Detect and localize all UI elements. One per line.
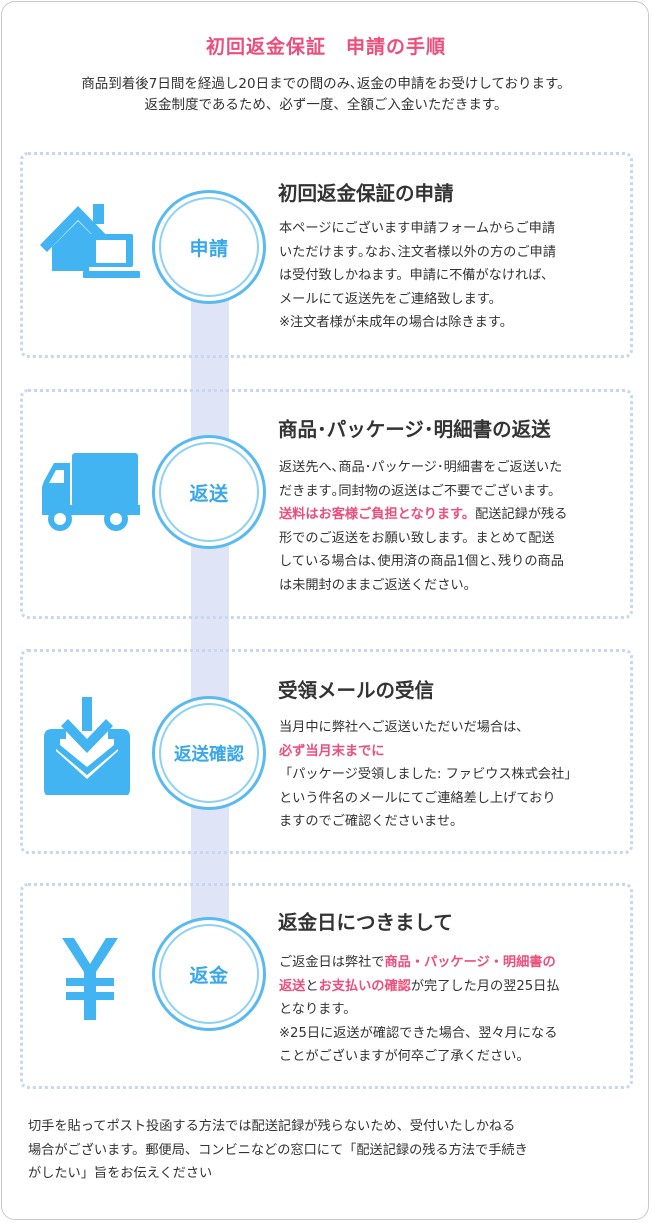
step-badge-label: 返送確認 [159,703,259,803]
step-badge-refund: 返金 [152,917,266,1031]
shipping-fee-notice: 送料はお客様ご負担となります。 [279,507,476,523]
step-title: 受領メールの受信 [278,679,435,702]
footer-line: 場合がございます。郵便局、コンビニなどの窓口にて「配送記録の残る方法で手続き [28,1142,528,1158]
intro-line: 返金制度であるため、必ず一度、全額ご入金いただきます。 [144,97,508,113]
step-line: 当月中に弊社へご返送いただいだ場合は､ [279,720,523,735]
intro-line: 商品到着後7日間を経過し20日までの間のみ､返金の申請をお受けしております。 [81,76,571,92]
step-badge-return: 返送 [152,435,266,549]
step-line: だきます｡同封物の返送はご不要でございます。 [279,483,562,499]
step-title: 返金日につきまして [278,911,453,934]
step-description: 返送先へ､商品･パッケージ･明細書をご返送いた だきます｡同封物の返送はご不要で… [279,456,615,598]
page-title: 初回返金保証 申請の手順 [205,36,446,58]
step-line: メールにて返送先をご連絡致します。 [279,291,502,307]
step-line: 本ページにございます申請フォームからご申請 [279,221,556,236]
step-line: ますのでご確認くださいませ。 [279,814,464,830]
step-line: という件名のメールにてご連絡差し上げており [279,790,556,806]
step-badge-confirmation: 返送確認 [152,696,266,810]
intro-text: 商品到着後7日間を経過し20日までの間のみ､返金の申請をお受けしております。 返… [20,74,632,116]
step-receipt-mail [20,649,633,854]
step-line: ご返金日は弊社で商品・パッケージ・明細書の [279,951,615,975]
house-laptop-icon [40,204,140,278]
step-title: 商品･パッケージ･明細書の返送 [278,418,551,441]
step-line: は未開封のままご返送ください。 [279,577,477,593]
footer-note: 切手を貼ってポスト投函する方法では配送記録が残らないため、受付いたしかねる 場合… [28,1115,628,1186]
step-line-rest: 配送記録が残る [475,507,568,523]
timeline-connector [191,290,229,940]
step-title: 初回返金保証の申請 [278,182,454,205]
step-line: 必ず当月末までに [279,740,615,764]
step-line: している場合は､使用済の商品1個と､残りの商品 [279,554,564,570]
step-line: 送料はお客様ご負担となります。配送記録が残る [279,503,615,527]
step-line: ※注文者様が未成年の場合は除きます。 [279,315,513,331]
step-line-rest: が完了した月の翌25日払 [410,978,560,994]
footer-line: 切手を貼ってポスト投函する方法では配送記録が残らないため、受付いたしかねる [28,1119,516,1134]
footer-line: がしたい」旨をお伝えください [28,1166,213,1182]
step-line: 返送先へ､商品･パッケージ･明細書をご返送いた [279,460,563,475]
step-line: は受付致しかねます。申請に不備がなければ､ [279,268,549,284]
step-return-shipping [20,389,633,619]
step-line: いただけます｡なお､注文者様以外の方のご申請 [279,244,556,260]
step-line: 「パッケージ受領しました: ファビウス株式会社」 [279,767,578,783]
truck-icon [42,453,140,531]
step-line-pre: ご返金日は弊社で [279,955,385,970]
inbox-download-icon [44,697,130,795]
step-line: となります。 [279,1002,357,1018]
refund-condition-highlight: 返送 [279,978,306,994]
step-badge-label: 返金 [159,924,259,1024]
step-badge-application: 申請 [152,190,266,304]
step-line-mid: と [305,978,319,994]
yen-icon [62,938,118,1020]
step-description: ご返金日は弊社で商品・パッケージ・明細書の 返送とお支払いの確認が完了した月の翌… [279,951,615,1069]
step-description: 当月中に弊社へご返送いただいだ場合は､ 必ず当月末までに 「パッケージ受領しまし… [279,716,615,834]
step-line: ことがございますが何卒ご了承ください。 [279,1049,530,1065]
deadline-notice: 必ず当月末までに [279,743,385,759]
step-line: 形でのご返送をお願い致します。まとめて配送 [279,530,555,546]
step-description: 本ページにございます申請フォームからご申請 いただけます｡なお､注文者様以外の方… [279,217,615,335]
refund-condition-highlight: お支払いの確認 [318,978,411,994]
step-badge-label: 返送 [159,442,259,542]
step-badge-label: 申請 [159,197,259,297]
refund-condition-highlight: 商品・パッケージ・明細書の [384,955,556,970]
step-refund-date [20,883,633,1089]
step-line: 返送とお支払いの確認が完了した月の翌25日払 [279,975,615,999]
step-line: ※25日に返送が確認できた場合、翌々月になる [279,1025,558,1041]
step-application [20,152,633,358]
